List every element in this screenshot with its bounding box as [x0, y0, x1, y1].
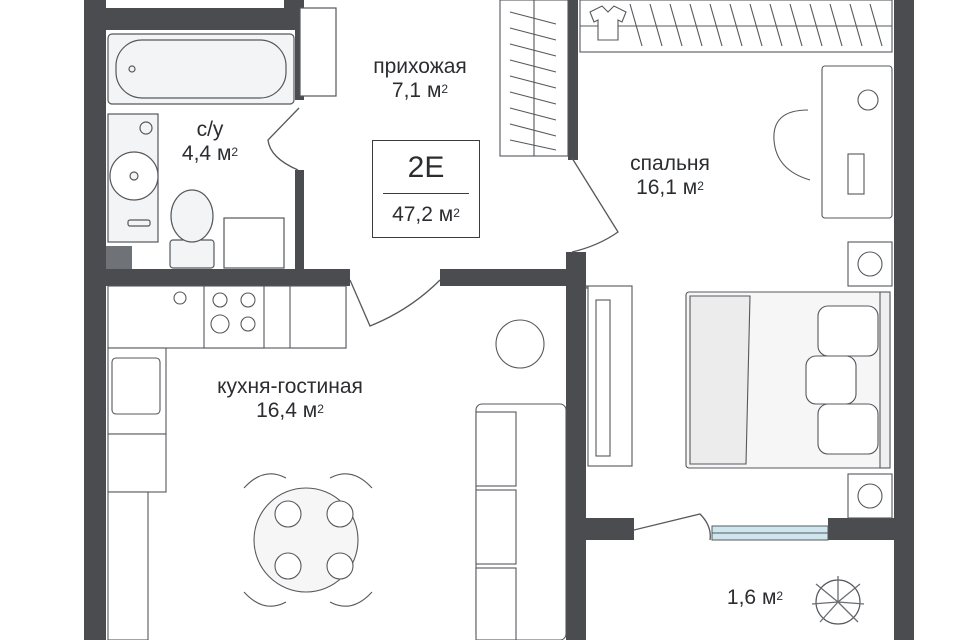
bath-small-square	[106, 246, 132, 269]
room-name: кухня-гостиная	[217, 375, 363, 398]
room-name: спальня	[630, 152, 710, 175]
washing-machine	[223, 217, 285, 269]
room-label-hallway: прихожая 7,1 м2	[340, 55, 500, 103]
toilet-tank	[169, 239, 215, 269]
doors	[267, 107, 711, 541]
kitchen-living-furniture	[107, 285, 589, 640]
apartment-badge: 2E 47,2 м2	[372, 140, 480, 238]
kitchen-tall-cabinet	[107, 433, 167, 493]
kitchen-door-swing	[349, 279, 441, 327]
room-name: прихожая	[373, 55, 467, 78]
bathroom-fixtures	[107, 7, 337, 269]
stove-burner-2	[240, 292, 256, 308]
plate-2	[326, 500, 354, 528]
fridge	[289, 285, 347, 349]
sink	[111, 357, 161, 415]
balcony-door-swing	[633, 513, 711, 541]
bedroom-door-swing	[571, 157, 619, 253]
bathtub-inner	[115, 39, 287, 99]
plate-1	[274, 500, 302, 528]
balcony-plant-leaves	[811, 576, 865, 623]
dining-chair-3	[243, 591, 287, 607]
stove-burner-4	[240, 316, 256, 332]
bathtub-drain	[128, 65, 136, 73]
balcony-wall-right	[828, 518, 914, 540]
stove	[203, 285, 265, 349]
balcony-wall-left	[586, 518, 634, 540]
room-label-bedroom: спальня 16,1 м2	[600, 152, 740, 200]
pillow-3	[805, 355, 857, 405]
badge-divider	[383, 193, 469, 194]
plate-3	[274, 552, 302, 580]
sofa-seat-2	[475, 489, 517, 565]
dining-chair-4	[329, 591, 373, 607]
bedroom-partition	[566, 252, 586, 640]
room-area: 16,4 м2	[256, 399, 324, 422]
laptop	[847, 153, 865, 195]
bedroom-hangers	[629, 3, 883, 47]
nightstand-top-lamp	[857, 251, 883, 277]
kitchen-top-wall-right	[440, 269, 586, 286]
bed-headboard	[879, 291, 891, 469]
apartment-total-area: 47,2 м2	[392, 203, 460, 226]
nightstand-bottom-lamp	[857, 483, 883, 509]
room-area: 1,6 м2	[726, 586, 784, 609]
kitchen-knob	[173, 291, 187, 305]
bedroom-furniture	[579, 0, 893, 519]
top-wall-left	[84, 8, 304, 30]
stove-burner-3	[210, 314, 230, 334]
room-area: 4,4 м2	[181, 142, 239, 165]
pillow-2	[817, 403, 879, 455]
right-outer-wall	[894, 0, 914, 640]
sofa-seat-1	[475, 411, 517, 487]
room-area: 16,1 м2	[636, 176, 704, 199]
toothpaste	[127, 219, 151, 227]
apartment-code: 2E	[407, 151, 445, 184]
room-area: 7,1 м2	[391, 79, 449, 102]
tshirt-icon	[589, 5, 627, 41]
armchair	[495, 319, 545, 369]
stove-burner-1	[212, 292, 228, 308]
desk-lamp	[857, 89, 879, 111]
left-cabinet	[107, 491, 149, 640]
blanket	[689, 295, 751, 465]
room-label-balcony: 1,6 м2	[710, 586, 800, 610]
left-outer-wall	[84, 0, 106, 640]
soap-dish	[139, 121, 153, 135]
bath-right-wall-lower	[295, 170, 304, 276]
hallway-wardrobe	[499, 0, 569, 157]
bath-door-swing	[267, 107, 300, 171]
sofa-seat-3	[475, 567, 517, 640]
bath-shelf	[299, 7, 337, 97]
desk-chair	[773, 109, 811, 181]
room-label-bathroom: с/у 4,4 м2	[160, 118, 260, 166]
room-label-kitchen-living: кухня-гостиная 16,4 м2	[180, 375, 400, 423]
washbasin-drain	[129, 171, 139, 181]
wardrobe-hangers	[509, 11, 557, 151]
pillow-1	[817, 305, 879, 357]
bedroom-dresser-inner	[595, 299, 611, 457]
kitchen-top-wall	[106, 269, 350, 286]
tv-unit	[585, 285, 589, 289]
balcony	[711, 525, 865, 625]
dining-chair-1	[243, 473, 287, 489]
dining-chair-2	[329, 473, 373, 489]
hall-wardrobe-wall	[568, 0, 578, 160]
toilet-bowl	[170, 189, 214, 243]
desk	[821, 65, 893, 219]
room-name: с/у	[196, 118, 224, 141]
plate-4	[326, 552, 354, 580]
